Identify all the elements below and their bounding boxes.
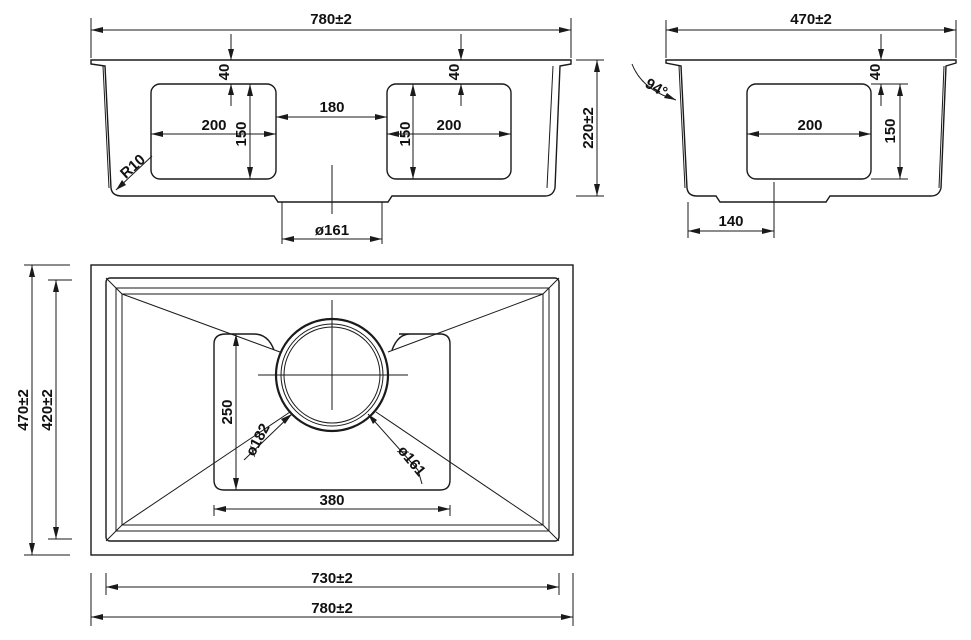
top-inner-height-label: 420±2	[39, 389, 56, 431]
side-recess	[746, 83, 872, 180]
front-drain-label: ø161	[315, 222, 349, 239]
top-outer-height-label: 470±2	[15, 389, 32, 431]
front-width-label: 780±2	[310, 11, 352, 28]
front-left-height-label: 150	[233, 121, 250, 146]
top-outer-width-label: 780±2	[311, 600, 353, 617]
top-outer-frame	[90, 264, 574, 556]
front-left-width-label: 200	[201, 117, 226, 134]
front-radius-label: R10	[117, 151, 149, 182]
top-recess-height-label: 250	[219, 399, 236, 424]
side-depth-label: 40	[867, 64, 884, 81]
front-right-recess	[386, 83, 512, 180]
front-left-recess	[150, 83, 277, 180]
top-recess-width-label: 380	[319, 492, 344, 509]
front-right-width-label: 200	[436, 117, 461, 134]
front-gap-label: 180	[319, 99, 344, 116]
top-inner-width-label: 730±2	[311, 570, 353, 587]
side-inner-width-label: 200	[797, 117, 822, 134]
side-view: 470±2 94° 40 200 150 140	[631, 11, 957, 238]
front-depth-left-label: 40	[216, 64, 233, 81]
front-depth-right-label: 40	[446, 64, 463, 81]
side-inner-height-label: 150	[882, 118, 899, 143]
top-recess	[213, 333, 451, 491]
top-outer-ring-label: ø182	[242, 421, 273, 459]
side-body-outline	[665, 59, 957, 203]
front-view: 780±2 40 40 180 200 150	[90, 11, 604, 244]
top-view: 470±2 420±2 250 ø182 ø161 380	[15, 264, 574, 626]
top-rim	[105, 277, 560, 542]
side-width-label: 470±2	[790, 11, 832, 28]
top-inner-ring-label: ø161	[394, 443, 429, 480]
front-height-label: 220±2	[580, 107, 597, 149]
side-offset-label: 140	[718, 213, 743, 230]
